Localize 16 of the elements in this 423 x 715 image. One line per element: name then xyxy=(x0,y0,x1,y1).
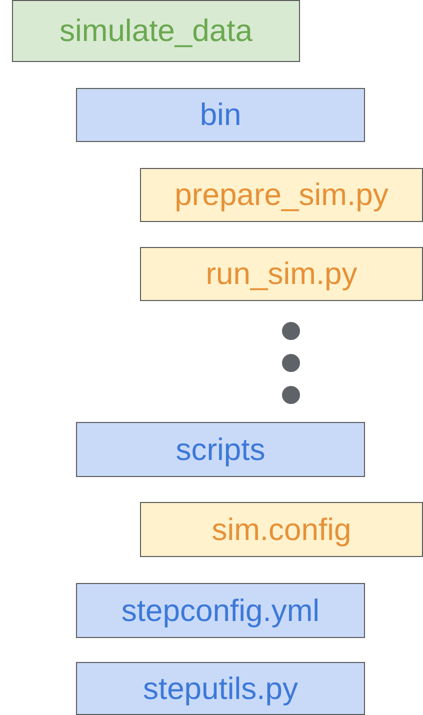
folder-box xyxy=(76,583,365,638)
node-label: sim.config xyxy=(212,512,352,548)
folder-box xyxy=(76,662,365,715)
node-label: bin xyxy=(200,97,242,133)
folder-box xyxy=(76,422,365,477)
node-label: simulate_data xyxy=(59,13,252,49)
node-label: prepare_sim.py xyxy=(174,177,388,213)
file-box xyxy=(140,247,423,301)
file-box xyxy=(140,502,423,557)
folder-box xyxy=(76,88,365,142)
node-label: steputils.py xyxy=(142,670,298,706)
file-box xyxy=(140,168,423,222)
node-label: run_sim.py xyxy=(206,256,358,292)
node-label: stepconfig.yml xyxy=(121,592,320,628)
node-label: scripts xyxy=(176,432,266,468)
folder-box xyxy=(12,0,300,62)
